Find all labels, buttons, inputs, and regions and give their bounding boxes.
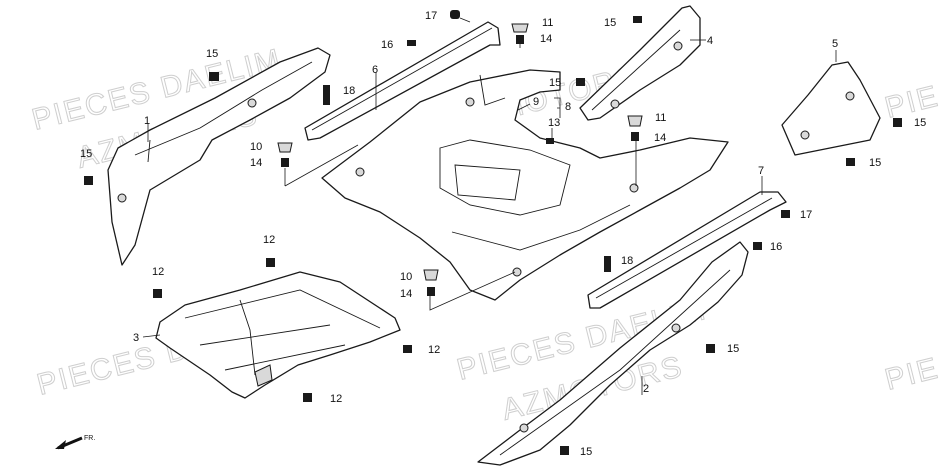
callout-15-h: 15 — [580, 446, 592, 458]
callout-5: 5 — [832, 38, 838, 50]
callout-15-d: 15 — [549, 77, 561, 89]
callout-17-right: 17 — [800, 209, 812, 221]
callout-16-right: 16 — [770, 241, 782, 253]
part-3-under-cover — [155, 271, 401, 399]
callout-17-top: 17 — [425, 10, 437, 22]
callout-12-top: 12 — [263, 234, 275, 246]
callout-13: 13 — [548, 117, 560, 129]
callout-15-c: 15 — [604, 17, 616, 29]
callout-11-top: 11 — [542, 17, 553, 29]
callout-14-right: 14 — [654, 132, 666, 144]
callout-10-left: 10 — [250, 141, 262, 153]
part-5-small-right-cover — [781, 61, 881, 156]
part-6-left-floor-rail — [304, 21, 501, 141]
callout-10-center: 10 — [400, 271, 412, 283]
callout-14-left: 14 — [250, 157, 262, 169]
callout-7: 7 — [758, 165, 764, 177]
part-7-right-floor-rail — [587, 191, 787, 309]
part-2-right-side-cover — [477, 241, 749, 466]
callout-12-bottom: 12 — [330, 393, 342, 405]
callout-15-e: 15 — [914, 117, 926, 129]
part-1-left-side-cover — [107, 47, 331, 266]
callout-3: 3 — [133, 332, 139, 344]
callout-14-top: 14 — [540, 33, 552, 45]
callout-18-right: 18 — [621, 255, 633, 267]
callout-2: 2 — [643, 383, 649, 395]
callout-4: 4 — [707, 35, 713, 47]
callout-15-a: 15 — [206, 48, 218, 60]
front-direction-indicator: FR. — [55, 435, 95, 450]
callout-14-center: 14 — [400, 288, 412, 300]
callout-12-left: 12 — [152, 266, 164, 278]
callout-18-left: 18 — [343, 85, 355, 97]
callout-12-right: 12 — [428, 344, 440, 356]
watermark-text-7: PIE — [882, 352, 940, 397]
callout-6: 6 — [372, 64, 378, 76]
callout-15-g: 15 — [727, 343, 739, 355]
leader-lines — [142, 17, 837, 395]
callout-15-b: 15 — [80, 148, 92, 160]
callout-16-top: 16 — [381, 39, 393, 51]
callout-11-right: 11 — [655, 112, 666, 124]
callout-8: 8 — [565, 101, 571, 113]
part-4-front-corner-piece — [579, 5, 701, 121]
watermark-text-8: PIE — [882, 80, 940, 125]
callout-1: 1 — [144, 115, 150, 127]
callout-numbers: 1 2 3 4 5 6 7 8 9 10 10 11 11 12 12 12 1… — [80, 10, 926, 458]
front-label: FR. — [84, 435, 95, 442]
callout-9: 9 — [533, 96, 539, 108]
callout-15-f: 15 — [869, 157, 881, 169]
floor-panel — [321, 69, 729, 301]
